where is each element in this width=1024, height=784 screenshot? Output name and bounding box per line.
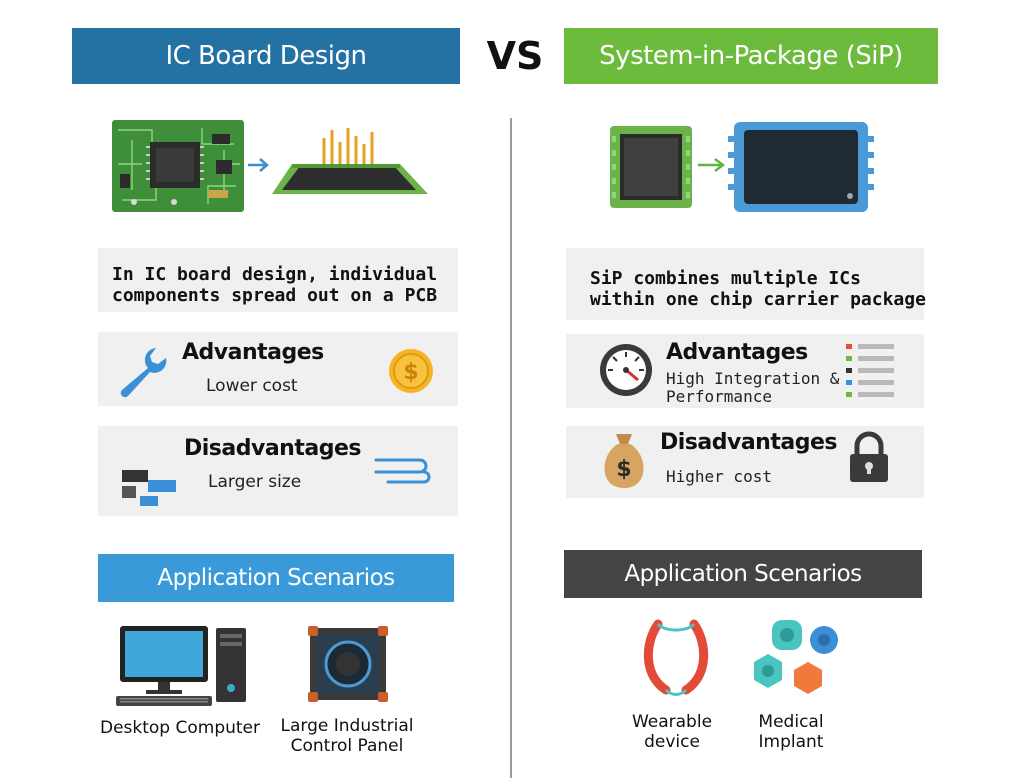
- sip-advantages-text: High Integration & Performance: [666, 369, 840, 406]
- list-icon: [846, 344, 894, 397]
- sip-package-icon: [728, 122, 874, 212]
- ic-advantages-text: Lower cost: [206, 376, 298, 396]
- ic-board-design-header: IC Board Design: [72, 28, 460, 84]
- arrow-right-icon: [698, 158, 726, 172]
- vs-label: VS: [486, 34, 544, 78]
- app-label-medical-implant: Medical Implant: [758, 712, 824, 752]
- sip-description-card: [566, 248, 924, 320]
- dollar-coin-icon: $: [389, 349, 433, 393]
- sip-disadvantages-title: Disadvantages: [660, 430, 837, 455]
- medical-implant-icon: [754, 620, 838, 694]
- money-bag-icon: $: [604, 434, 644, 488]
- ic-disadvantages-title: Disadvantages: [184, 436, 361, 461]
- center-divider: [510, 118, 512, 778]
- ic-advantages-title: Advantages: [182, 340, 324, 365]
- sip-application-scenarios-header: Application Scenarios: [564, 550, 922, 598]
- wrench-icon: [120, 348, 167, 398]
- sip-advantages-title: Advantages: [666, 340, 808, 365]
- sip-description-text: SiP combines multiple ICs within one chi…: [590, 268, 926, 310]
- industrial-control-panel-icon: [308, 626, 388, 702]
- svg-text:$: $: [616, 457, 631, 482]
- ic-description-text: In IC board design, individual component…: [112, 264, 438, 306]
- speedometer-icon: [600, 344, 652, 396]
- app-label-desktop-computer: Desktop Computer: [99, 718, 261, 738]
- desktop-computer-icon: [116, 626, 246, 706]
- lock-icon: [850, 431, 888, 482]
- pcb-board-icon: [112, 120, 244, 212]
- app-label-wearable-device: Wearable device: [631, 712, 713, 752]
- wearable-device-icon: [643, 619, 709, 696]
- blocks-icon: [122, 470, 176, 506]
- svg-text:$: $: [403, 360, 418, 385]
- ic-chip-icon: [272, 128, 428, 194]
- chip-icon: [610, 126, 692, 208]
- ic-description-card: [98, 248, 458, 312]
- ic-application-scenarios-header: Application Scenarios: [98, 554, 454, 602]
- app-label-industrial-control-panel: Large Industrial Control Panel: [280, 716, 414, 756]
- ic-disadvantages-text: Larger size: [208, 472, 302, 492]
- sip-disadvantages-text: Higher cost: [666, 467, 772, 486]
- sip-header: System-in-Package (SiP): [564, 28, 938, 84]
- arrow-right-icon: [248, 158, 269, 172]
- waves-icon: [374, 458, 431, 484]
